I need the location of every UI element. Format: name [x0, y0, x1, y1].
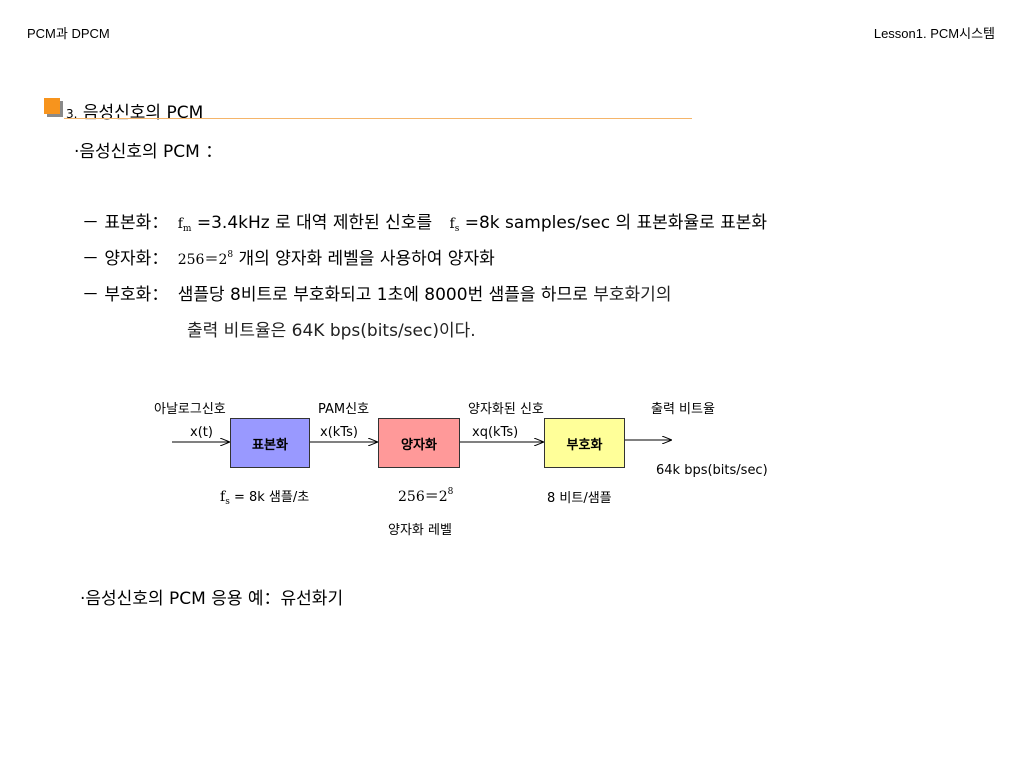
intro-line: ·음성신호의 PCM ： [74, 137, 222, 162]
section-underline [64, 118, 692, 119]
levels-expression: 256＝28 [177, 250, 234, 268]
header-right: Lesson1. PCM시스템 [873, 26, 995, 41]
section-number: 3. [66, 107, 78, 121]
signal-xt: x(t) [190, 425, 213, 440]
label-quantized-signal: 양자화된 신호 [468, 402, 544, 417]
coding-label: － 부호화： [82, 285, 169, 305]
section-bullet-icon [44, 98, 60, 114]
label-pam-signal: PAM신호 [318, 402, 370, 417]
output-rate: 64k bps(bits/sec) [656, 463, 768, 478]
signal-xqkts: xq(kTs) [472, 425, 519, 440]
quantizer-block: 양자화 [378, 418, 460, 468]
coding-text-b: 부호화기의 [593, 285, 672, 305]
note-bits-per-sample: 8 비트/샘플 [547, 491, 612, 506]
application-text: 음성신호의 PCM 응용 예：유선화기 [85, 589, 344, 609]
coding-text-a: 샘플당 8비트로 부호화되고 1초에 8000번 샘플을 하므로 [177, 285, 588, 305]
sampling-text-b: =8k samples/sec 의 표본화율로 표본화 [464, 213, 768, 233]
label-output-bitrate: 출력 비트율 [651, 402, 715, 417]
quantization-text: 개의 양자화 레벨을 사용하여 양자화 [238, 249, 495, 269]
sampling-text-a: =3.4kHz 로 대역 제한된 신호를 [196, 213, 433, 233]
bullet-dot-icon: · [80, 589, 86, 609]
coding-text-c: 출력 비트율은 64K bps(bits/sec)이다. [187, 321, 476, 341]
note-levels-label: 양자화 레벨 [388, 523, 452, 538]
header-left: PCM과 DPCM [27, 26, 110, 41]
sampling-line: － 표본화： fm =3.4kHz 로 대역 제한된 신호를 fs =8k sa… [82, 208, 767, 234]
quantization-line: － 양자화： 256＝28 개의 양자화 레벨을 사용하여 양자화 [82, 244, 495, 269]
coding-line: － 부호화： 샘플당 8비트로 부호화되고 1초에 8000번 샘플을 하므로 … [82, 280, 671, 305]
sampler-block: 표본화 [230, 418, 310, 468]
encoder-block: 부호화 [544, 418, 625, 468]
intro-text: 음성신호의 PCM ： [79, 142, 223, 162]
fm-symbol: fm [177, 216, 192, 234]
sampling-label: － 표본화： [82, 213, 169, 233]
bullet-dot-icon: · [74, 142, 80, 162]
fs-symbol: fs [449, 216, 460, 234]
label-analog-signal: 아날로그신호 [154, 402, 226, 417]
application-line: ·음성신호의 PCM 응용 예：유선화기 [80, 584, 343, 609]
note-sampling-rate: fs = 8k 샘플/초 [220, 489, 310, 507]
note-levels: 256＝28 [398, 487, 454, 505]
quantization-label: － 양자화： [82, 249, 169, 269]
signal-xkts: x(kTs) [320, 425, 358, 440]
